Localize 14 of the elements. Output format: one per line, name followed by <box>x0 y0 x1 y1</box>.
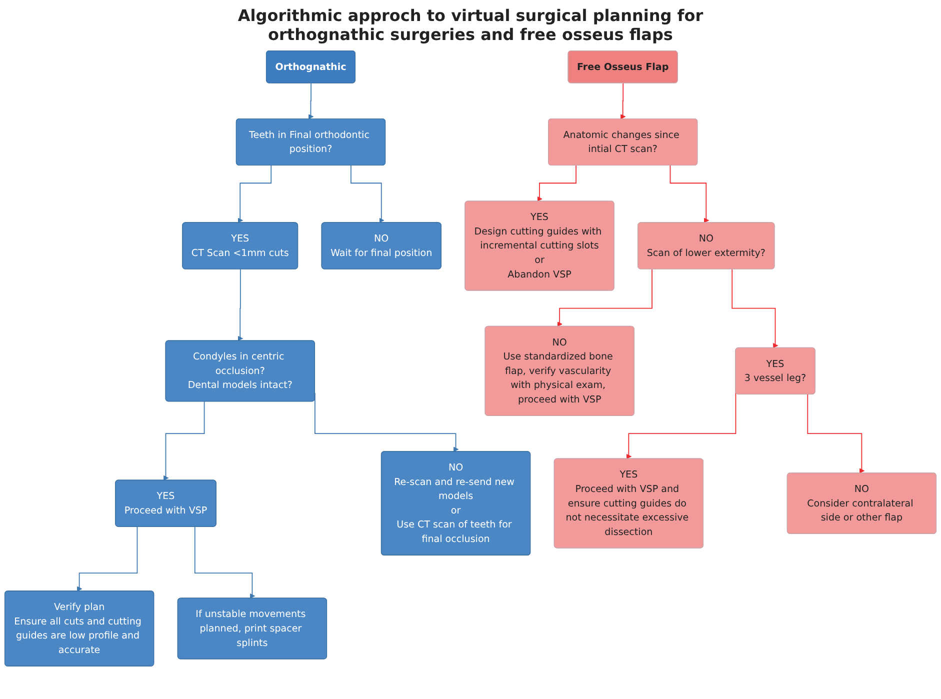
arrow <box>350 165 384 224</box>
arrow <box>194 526 256 599</box>
arrow <box>557 268 652 327</box>
diagram-title: Algorithmic approch to virtual surgical planning for orthognathic surgeries and free osseus flaps <box>236 6 704 44</box>
arrow <box>537 165 576 202</box>
arrow <box>732 268 778 348</box>
arrow <box>620 82 626 120</box>
arrow <box>163 401 205 481</box>
arrow <box>670 165 710 224</box>
arrow <box>807 394 865 474</box>
arrow <box>238 165 272 224</box>
arrow <box>76 526 138 592</box>
arrow <box>308 82 314 120</box>
arrow <box>238 268 244 342</box>
